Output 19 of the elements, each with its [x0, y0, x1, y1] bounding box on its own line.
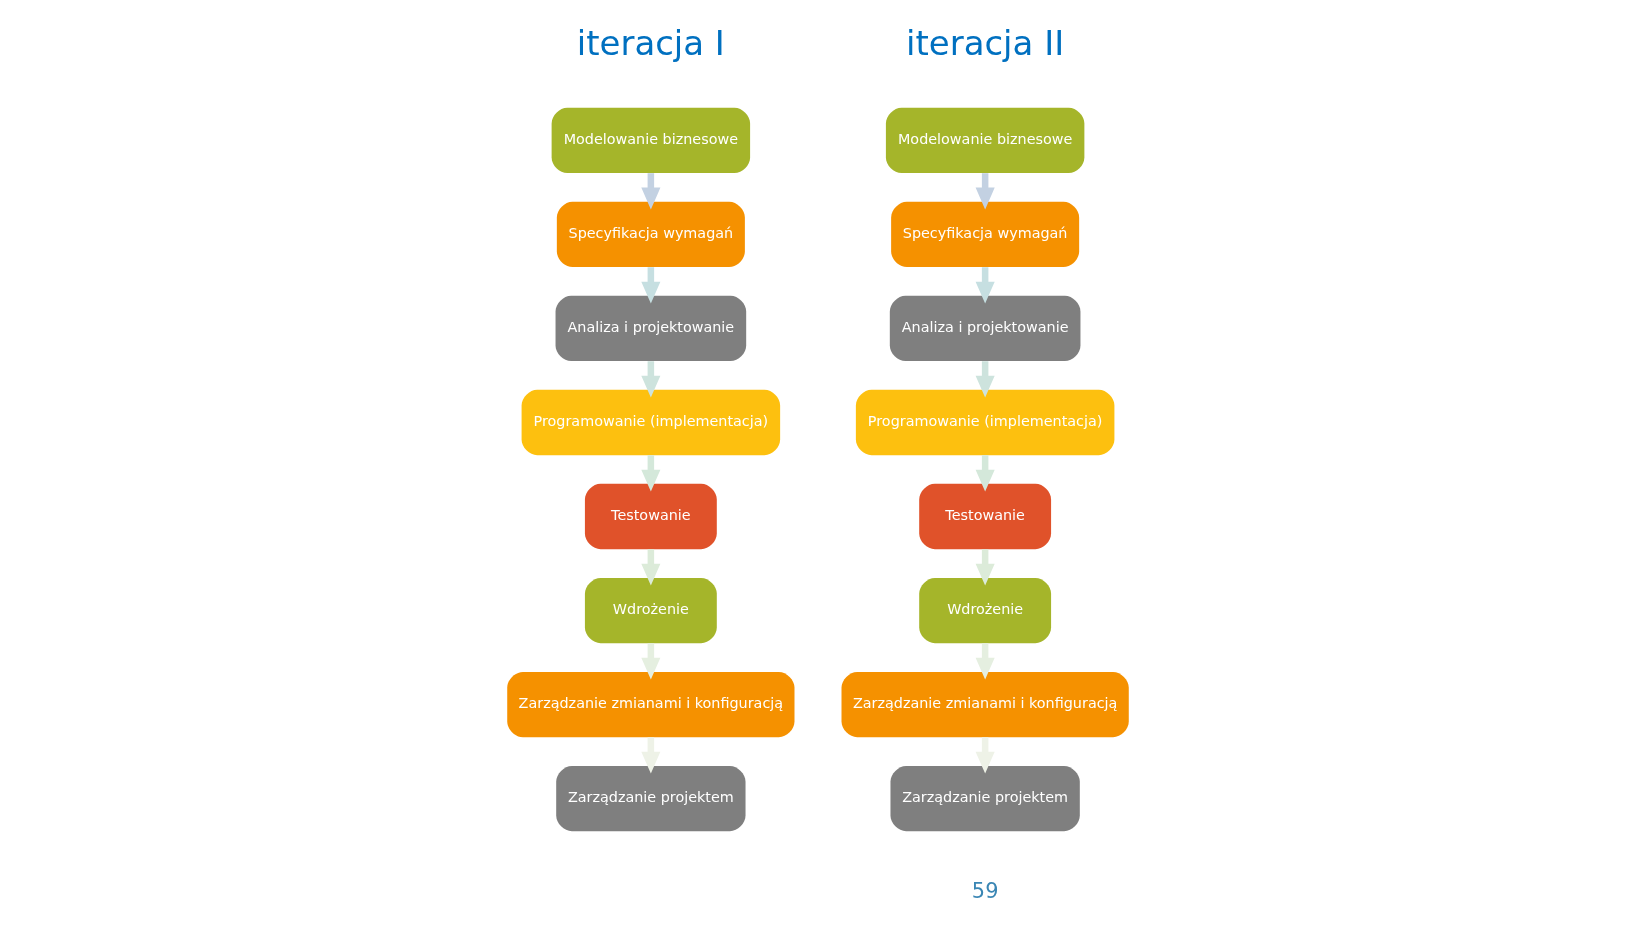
node-box: Wdrożenie [584, 577, 717, 644]
node-box: Zarządzanie projektem [890, 765, 1080, 832]
label: iteracja II [906, 22, 1065, 63]
node-box: Zarządzanie projektem [556, 765, 746, 832]
node-box: Testowanie [919, 483, 1052, 550]
node-box: Zarządzanie zmianami i konfiguracją [507, 671, 795, 738]
label: iteracja I [576, 22, 725, 63]
label: 59 [971, 878, 999, 903]
node-box: Testowanie [584, 483, 717, 550]
node-box: Analiza i projektowanie [555, 295, 747, 362]
node-box: Programowanie (implementacja) [855, 389, 1115, 456]
node-box: Programowanie (implementacja) [521, 389, 781, 456]
node-box: Specyfikacja wymagań [891, 201, 1080, 268]
node-box: Wdrożenie [919, 577, 1052, 644]
node-box: Zarządzanie zmianami i konfiguracją [841, 671, 1129, 738]
node-box: Analiza i projektowanie [889, 295, 1081, 362]
node-box: Specyfikacja wymagań [556, 201, 745, 268]
node-box: Modelowanie biznesowe [551, 107, 751, 174]
node-box: Modelowanie biznesowe [885, 107, 1085, 174]
